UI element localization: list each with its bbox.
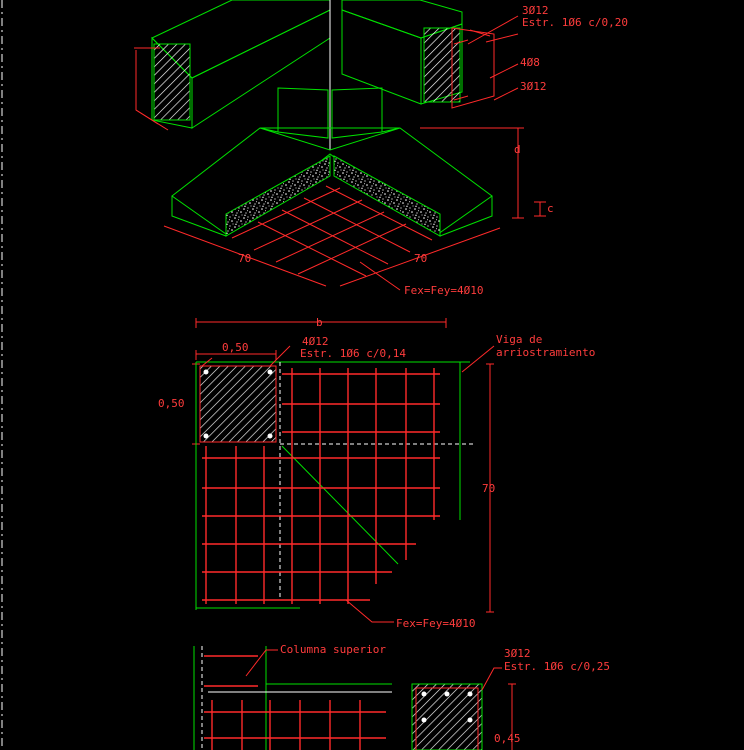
section-col-label: Columna superior <box>280 643 386 656</box>
plan-beam-label-2: arriostramiento <box>496 346 595 359</box>
iso-mid-rebar-label: 4Ø8 <box>520 56 540 69</box>
iso-stirrups-label: Estr. 1Ø6 c/0,20 <box>522 16 628 29</box>
section-stirrups: Estr. 1Ø6 c/0,25 <box>504 660 610 673</box>
plan-col-width: 0,50 <box>222 341 249 354</box>
isometric-view <box>151 0 493 237</box>
iso-top-rebar-label: 3Ø12 <box>522 4 549 17</box>
pedestal <box>277 87 329 139</box>
plan-mesh-label: Fex=Fey=4Ø10 <box>396 617 475 630</box>
iso-annotations <box>163 15 546 291</box>
right-beam-section <box>423 27 461 103</box>
left-beam-section <box>153 43 191 121</box>
footing-cut-right <box>333 155 441 237</box>
iso-mesh-label: Fex=Fey=4Ø10 <box>404 284 483 297</box>
iso-dim-right: 70 <box>414 252 427 265</box>
iso-bot-rebar-label: 3Ø12 <box>520 80 547 93</box>
plan-mesh <box>202 368 440 604</box>
plan-dim-70: 70 <box>482 482 495 495</box>
section-rebar: 3Ø12 <box>504 647 531 660</box>
plan-col-rebar: 4Ø12 <box>302 335 329 348</box>
footing-top <box>171 127 493 235</box>
plan-dim-b: b <box>316 316 323 329</box>
plan-view <box>192 318 495 623</box>
plan-column <box>199 365 277 443</box>
iso-dim-left: 70 <box>238 252 251 265</box>
iso-dim-c: c <box>547 202 554 215</box>
beam-rebar <box>134 27 495 131</box>
plan-col-height: 0,50 <box>158 397 185 410</box>
footing-cut-left <box>225 155 331 237</box>
plan-beam-label-1: Viga de <box>496 333 542 346</box>
plan-col-stirrups: Estr. 1Ø6 c/0,14 <box>300 347 406 360</box>
section-dim: 0,45 <box>494 732 521 745</box>
iso-dim-d: d <box>514 143 521 156</box>
section-view <box>193 646 516 750</box>
iso-mesh <box>231 185 433 277</box>
